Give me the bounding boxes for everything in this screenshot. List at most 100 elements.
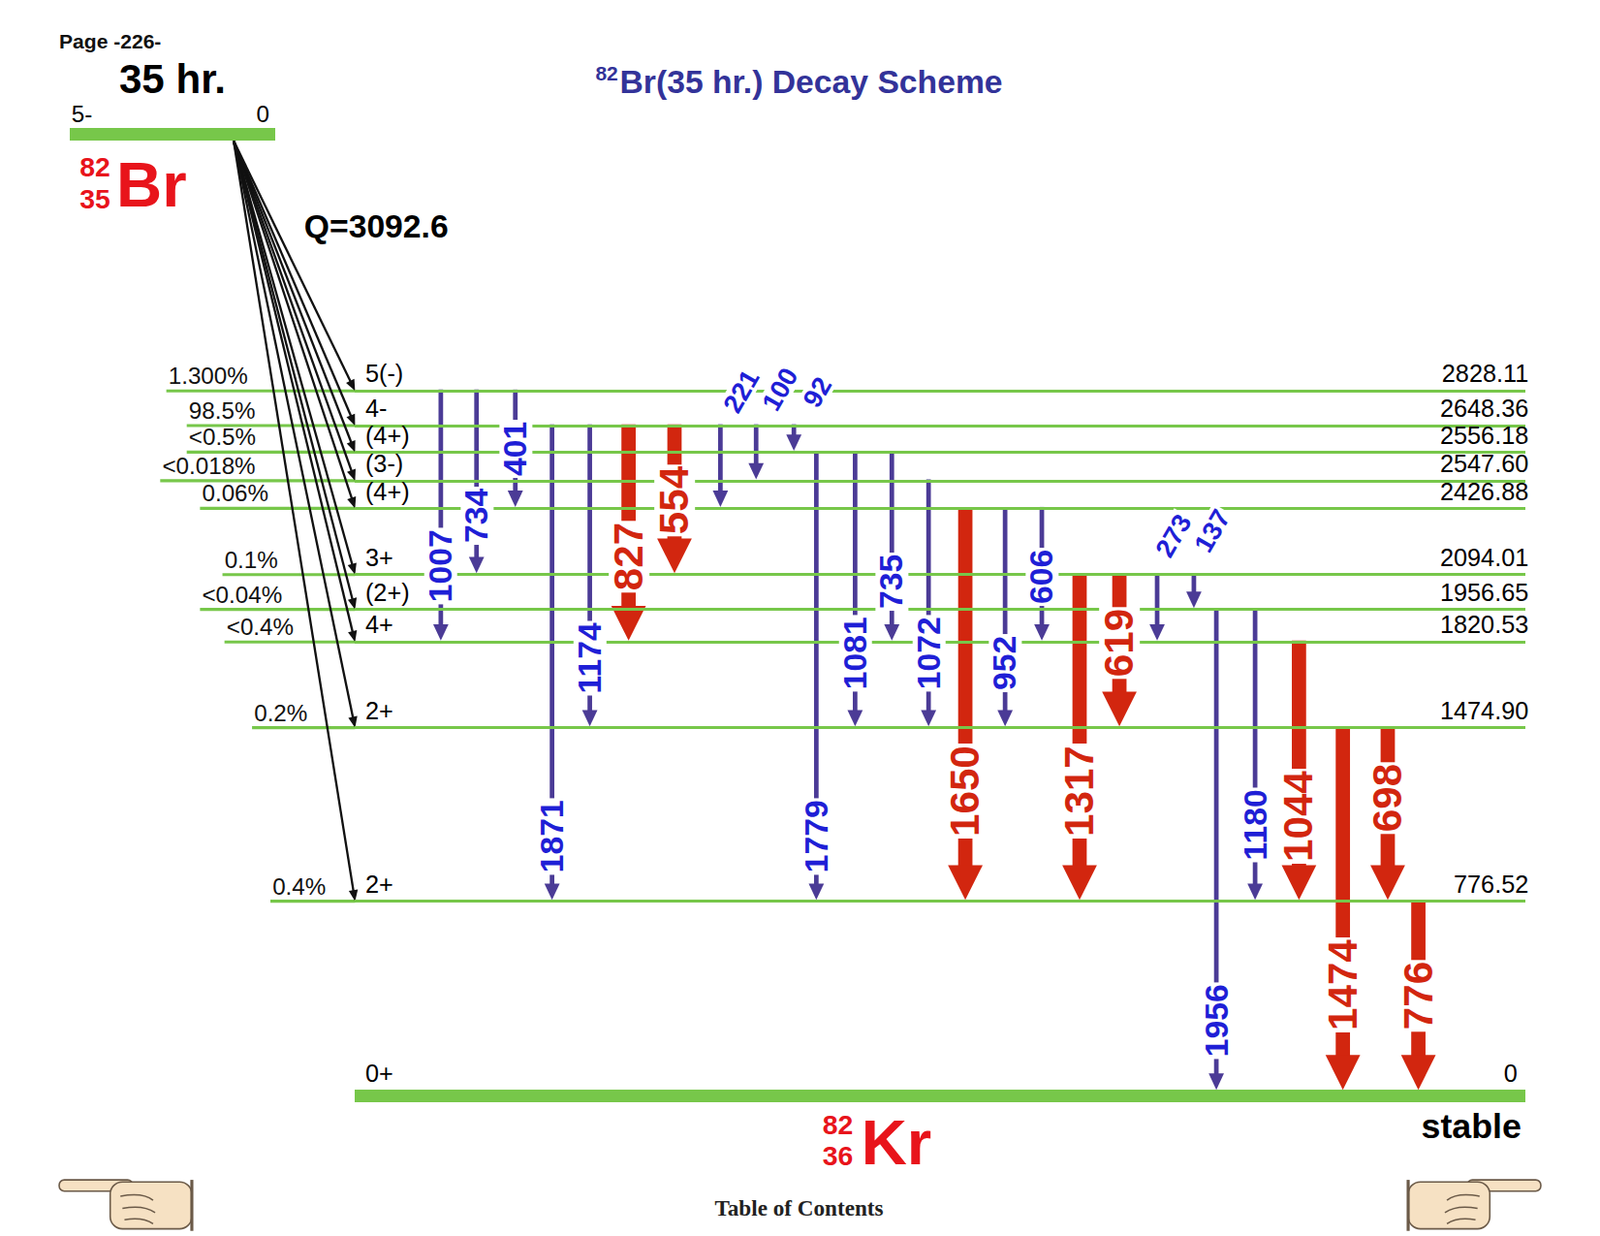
- spin-parity: (2+): [365, 580, 410, 605]
- gamma-transition: [1325, 725, 1361, 1090]
- gamma-transition: [997, 506, 1013, 726]
- gamma-energy: 401: [499, 419, 533, 478]
- stub-line: [251, 725, 355, 729]
- beta-branch: [233, 140, 358, 902]
- gamma-energy: 1081: [839, 614, 873, 691]
- gamma-energy: 1474: [1322, 937, 1364, 1033]
- arrow-head: [347, 629, 357, 642]
- atomic-number: 35: [79, 185, 111, 213]
- spin-parity: (4+): [365, 423, 410, 448]
- arrow-head: [847, 709, 863, 726]
- spin-parity: (3-): [365, 451, 404, 476]
- gamma-energy: 554: [654, 464, 695, 536]
- arrow-head: [1325, 1054, 1361, 1090]
- energy-level: 5(-)2828.11: [354, 360, 1526, 393]
- level-energy: 2556.18: [1440, 423, 1529, 448]
- level-energy: 1474.90: [1440, 698, 1529, 723]
- gamma-energy: 1044: [1278, 768, 1319, 864]
- beta-branch: [233, 140, 355, 391]
- arrow-shaft: [233, 140, 351, 442]
- arrow-head: [469, 557, 485, 574]
- arrow-head: [347, 715, 357, 727]
- energy-level: (4+) 2426.88: [354, 477, 1526, 510]
- energy-level: (2+) 1956.65: [354, 578, 1526, 611]
- gamma-energy: 619: [1098, 606, 1140, 679]
- spin-parity: 3+: [365, 545, 394, 570]
- arrow-head: [507, 490, 524, 507]
- hand-palm: [1408, 1181, 1490, 1228]
- atomic-number: 36: [822, 1141, 854, 1169]
- hand-cuff: [1406, 1179, 1410, 1231]
- gamma-energy: 734: [460, 485, 494, 544]
- arrow-head: [345, 378, 355, 391]
- gamma-energy: 137: [1188, 502, 1236, 559]
- branching-ratio: 0.4%: [272, 875, 326, 899]
- hand-knuckles: [1444, 1194, 1480, 1224]
- gamma-energy: 100: [756, 361, 805, 417]
- arrow-shaft: [233, 140, 351, 416]
- stub-line: [222, 572, 356, 576]
- branching-ratio: 0.1%: [224, 548, 279, 572]
- arrow-head: [1247, 882, 1263, 900]
- gamma-transition: [883, 450, 900, 641]
- arrow-head: [582, 709, 598, 726]
- contents-link: Table of Contents: [714, 1196, 883, 1220]
- mass-number: 82: [822, 1110, 854, 1138]
- element-symbol: Kr: [861, 1110, 933, 1174]
- stub-line: [199, 506, 355, 510]
- branching-ratio: 0.06%: [201, 481, 269, 505]
- spin-parity: 4-: [365, 396, 387, 421]
- branching-ratio: 1.300%: [168, 364, 249, 388]
- beta-branch: [233, 140, 357, 575]
- level-energy: 2426.88: [1440, 479, 1529, 504]
- arrow-shaft: [753, 424, 759, 465]
- gamma-energy: 952: [988, 633, 1022, 692]
- level-energy: 2828.11: [1442, 361, 1529, 386]
- gamma-energy: 1956: [1199, 981, 1233, 1059]
- mass-number: 82: [595, 62, 618, 84]
- branching-ratio: <0.4%: [226, 615, 294, 639]
- parent-level: 35 hr.5-0: [69, 56, 277, 141]
- pointing-hand: [59, 1179, 192, 1231]
- arrow-head: [347, 562, 357, 574]
- level-energy: 2547.60: [1440, 451, 1529, 476]
- level-energy: 0: [1504, 1061, 1518, 1086]
- gamma-energy: 698: [1367, 761, 1409, 834]
- branching-ratio: <0.5%: [188, 425, 256, 449]
- element-symbol: Br: [116, 153, 188, 217]
- arrow-head: [997, 709, 1013, 726]
- level-energy: 1956.65: [1440, 580, 1529, 605]
- hand-cuff: [189, 1179, 193, 1231]
- gamma-transition: [712, 424, 728, 507]
- level-energy: 2648.36: [1440, 396, 1529, 421]
- q-value: Q=3092.6: [304, 210, 449, 244]
- gamma-transition: [785, 424, 802, 451]
- arrow-head: [347, 596, 357, 609]
- gamma-energy: 92: [797, 371, 838, 414]
- arrow-head: [1401, 1054, 1437, 1090]
- half-life: 35 hr.: [69, 59, 277, 100]
- gamma-energy: 1871: [535, 798, 569, 876]
- arrow-head: [346, 439, 356, 453]
- gamma-energy: 1779: [800, 798, 834, 876]
- gamma-energy: 1072: [911, 614, 945, 691]
- pointing-hand: [1408, 1179, 1541, 1231]
- gamma-energy: 273: [1149, 508, 1197, 565]
- arrow-shaft: [233, 140, 354, 891]
- page-number: Page -226-: [59, 31, 161, 52]
- gamma-energy: 1317: [1059, 743, 1100, 839]
- spin-parity: 5-: [71, 102, 94, 126]
- spin-parity: 2+: [365, 698, 394, 723]
- spin-parity: (4+): [365, 479, 410, 504]
- gamma-transition: [1149, 572, 1165, 641]
- hand-knuckles: [120, 1194, 156, 1224]
- arrow-head: [920, 709, 937, 726]
- arrow-head: [346, 413, 356, 427]
- arrow-shaft: [1192, 572, 1197, 593]
- gamma-energy: 827: [608, 520, 650, 593]
- mass-number: 82: [79, 153, 111, 181]
- branching-ratio: <0.018%: [161, 454, 255, 478]
- spin-parity: 2+: [365, 872, 394, 897]
- arrow-shaft: [1155, 572, 1161, 626]
